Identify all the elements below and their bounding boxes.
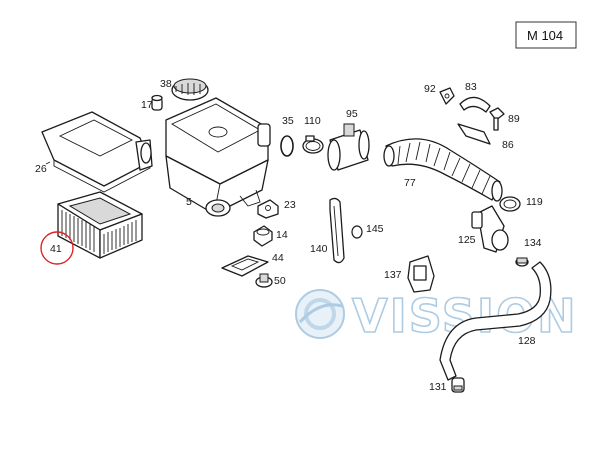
small-seal[interactable]: [351, 225, 363, 239]
highlight-circle: [40, 231, 74, 265]
callout-92: 92: [424, 83, 436, 95]
callout-119: 119: [526, 196, 543, 208]
callout-77: 77: [404, 177, 416, 189]
crankcase-valve[interactable]: [471, 205, 509, 253]
callout-26: 26: [35, 163, 47, 175]
seal-gasket[interactable]: [329, 197, 345, 264]
callout-44: 44: [272, 252, 284, 264]
clip-screw[interactable]: [439, 87, 455, 105]
mounting-bracket[interactable]: [257, 199, 279, 219]
callout-145: 145: [366, 223, 384, 235]
callout-128: 128: [518, 335, 536, 347]
callout-41: 41: [50, 243, 62, 255]
air-mass-meter[interactable]: [327, 123, 370, 171]
callout-95: 95: [346, 108, 358, 120]
hex-bolt[interactable]: [489, 107, 505, 131]
callout-35: 35: [282, 115, 294, 127]
callout-137: 137: [384, 269, 402, 281]
hose-holder[interactable]: [407, 255, 435, 293]
intake-hose[interactable]: [383, 138, 503, 202]
callout-14: 14: [276, 229, 288, 241]
callout-50: 50: [274, 275, 286, 287]
cap-nut[interactable]: [255, 273, 273, 288]
rubber-mount[interactable]: [253, 225, 273, 247]
retaining-clip[interactable]: [459, 96, 491, 113]
model-label: M 104: [527, 28, 563, 43]
hose-clip[interactable]: [515, 257, 529, 267]
support-bracket[interactable]: [221, 255, 269, 277]
callout-140: 140: [310, 243, 328, 255]
hose-clamp[interactable]: [302, 135, 324, 154]
hose-clamp-119[interactable]: [499, 196, 521, 212]
callout-134: 134: [524, 237, 542, 249]
hose-end-fitting[interactable]: [451, 377, 465, 393]
breather-hose[interactable]: [439, 261, 552, 381]
callout-23: 23: [284, 199, 296, 211]
callout-110: 110: [304, 115, 321, 127]
callout-86: 86: [502, 139, 514, 151]
air-cleaner-housing[interactable]: [165, 97, 271, 217]
callout-17: 17: [141, 99, 153, 111]
filler-cap[interactable]: [171, 78, 209, 101]
callout-83: 83: [465, 81, 477, 93]
callout-38: 38: [160, 78, 172, 90]
callout-5: 5: [186, 196, 192, 208]
callout-131: 131: [429, 381, 447, 393]
air-cleaner-lid[interactable]: [41, 111, 153, 193]
o-ring[interactable]: [280, 135, 294, 157]
callout-125: 125: [458, 234, 476, 246]
mount-bracket-hose[interactable]: [457, 123, 491, 145]
air-filter-element[interactable]: [57, 191, 143, 259]
callout-89: 89: [508, 113, 520, 125]
callouts: 26 41 38 17 5 35 110 95 23 14 44 50 140 …: [35, 78, 543, 393]
grommet[interactable]: [151, 94, 163, 111]
model-box: M 104: [515, 21, 577, 49]
